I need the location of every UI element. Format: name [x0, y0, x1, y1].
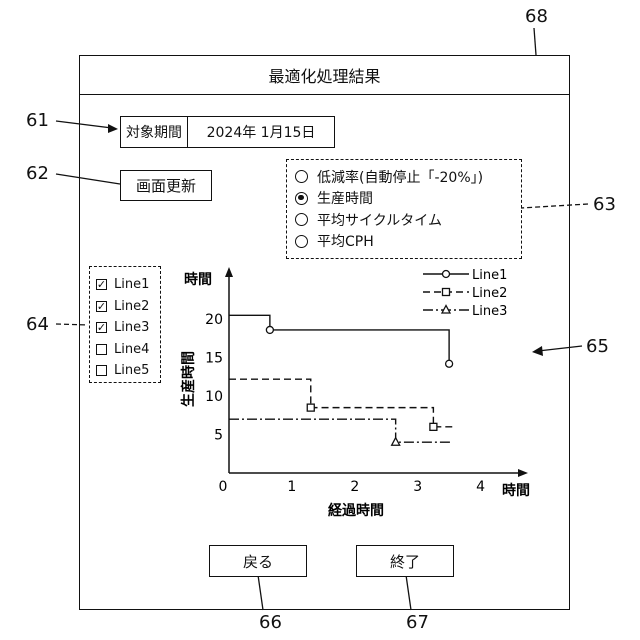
- x-tick-label: 1: [287, 479, 296, 495]
- ref-62: 62: [26, 163, 49, 184]
- metric-option-avg-cph[interactable]: 平均CPH: [295, 231, 513, 253]
- metric-option-label: 低減率(自動停止「-20%」): [317, 167, 483, 187]
- production-time-chart: 0 1 2 3 4 5 10 15 20 Line1Line2Line3 時間 生産時間 経過時…: [170, 261, 550, 521]
- ref-66: 66: [259, 612, 282, 633]
- line-checkbox-label: Line2: [114, 299, 149, 314]
- checkbox-checked[interactable]: ✓: [96, 301, 107, 312]
- y-tick-label: 5: [214, 428, 223, 444]
- line-checkbox-item[interactable]: Line4: [96, 339, 154, 361]
- x-axis-arrow: [518, 469, 528, 477]
- series-line-line1: [229, 315, 449, 363]
- radio-button-selected[interactable]: [295, 192, 308, 205]
- line-checkbox-label: Line1: [114, 277, 149, 292]
- x-tick-label: 0: [219, 479, 228, 495]
- line-checkbox-label: Line3: [114, 320, 149, 335]
- target-period-value[interactable]: 2024年 1月15日: [188, 117, 334, 147]
- radio-button[interactable]: [295, 213, 308, 226]
- line-checkbox-item[interactable]: Line5: [96, 360, 154, 382]
- legend-marker: [443, 289, 450, 296]
- line-checkbox-group: ✓ Line1 ✓ Line2 ✓ Line3 Line4 Line5: [89, 266, 161, 383]
- line-checkbox-item[interactable]: ✓ Line1: [96, 274, 154, 296]
- back-button[interactable]: 戻る: [209, 545, 307, 577]
- checkbox-unchecked[interactable]: [96, 365, 107, 376]
- legend-marker: [442, 306, 450, 314]
- metric-radio-group: 低減率(自動停止「-20%」) 生産時間 平均サイクルタイム 平均CPH: [286, 159, 522, 259]
- metric-option-label: 生産時間: [317, 188, 373, 208]
- metric-option-production-time[interactable]: 生産時間: [295, 188, 513, 210]
- data-point-line2: [307, 404, 314, 411]
- y-axis-label: 生産時間: [180, 351, 197, 407]
- finish-button[interactable]: 終了: [356, 545, 454, 577]
- y-tick-label: 15: [205, 351, 223, 367]
- radio-button[interactable]: [295, 235, 308, 248]
- ref-67: 67: [406, 612, 429, 633]
- data-point-line1: [446, 360, 453, 367]
- checkbox-checked[interactable]: ✓: [96, 279, 107, 290]
- y-axis-top-label: 時間: [184, 271, 212, 288]
- series-line-line3: [229, 419, 452, 442]
- x-axis-end-label: 時間: [502, 482, 530, 499]
- line-checkbox-item[interactable]: ✓ Line2: [96, 296, 154, 318]
- line-checkbox-label: Line5: [114, 363, 149, 378]
- radio-button[interactable]: [295, 170, 308, 183]
- ref-63: 63: [593, 194, 616, 215]
- legend-label: Line3: [472, 304, 507, 319]
- ref-64: 64: [26, 314, 49, 335]
- legend-label: Line1: [472, 268, 507, 283]
- y-tick-label: 20: [205, 312, 223, 328]
- metric-option-label: 平均サイクルタイム: [317, 210, 442, 230]
- data-point-line2: [430, 423, 437, 430]
- legend-marker: [443, 271, 450, 278]
- refresh-screen-button[interactable]: 画面更新: [120, 170, 212, 201]
- window-title: 最適化処理結果: [80, 56, 569, 95]
- x-axis-label: 経過時間: [328, 502, 384, 519]
- metric-option-avg-cycle-time[interactable]: 平均サイクルタイム: [295, 209, 513, 231]
- data-point-line1: [266, 326, 273, 333]
- x-tick-label: 3: [413, 479, 422, 495]
- line-checkbox-label: Line4: [114, 342, 149, 357]
- target-period-label: 対象期間: [121, 117, 188, 147]
- ref-68: 68: [525, 6, 548, 27]
- ref-65: 65: [586, 336, 609, 357]
- y-axis-arrow: [225, 267, 233, 277]
- metric-option-reduction-rate[interactable]: 低減率(自動停止「-20%」): [295, 166, 513, 188]
- x-tick-label: 2: [350, 479, 359, 495]
- optimization-result-window: 最適化処理結果 対象期間 2024年 1月15日 画面更新 低減率(自動停止「-…: [79, 55, 570, 610]
- ref-61: 61: [26, 110, 49, 131]
- legend-label: Line2: [472, 286, 507, 301]
- line-checkbox-item[interactable]: ✓ Line3: [96, 317, 154, 339]
- y-tick-label: 10: [205, 389, 223, 405]
- target-period-field: 対象期間 2024年 1月15日: [120, 116, 335, 148]
- checkbox-checked[interactable]: ✓: [96, 322, 107, 333]
- checkbox-unchecked[interactable]: [96, 344, 107, 355]
- metric-option-label: 平均CPH: [317, 231, 374, 251]
- data-point-line3: [392, 438, 400, 446]
- x-tick-label: 4: [476, 479, 485, 495]
